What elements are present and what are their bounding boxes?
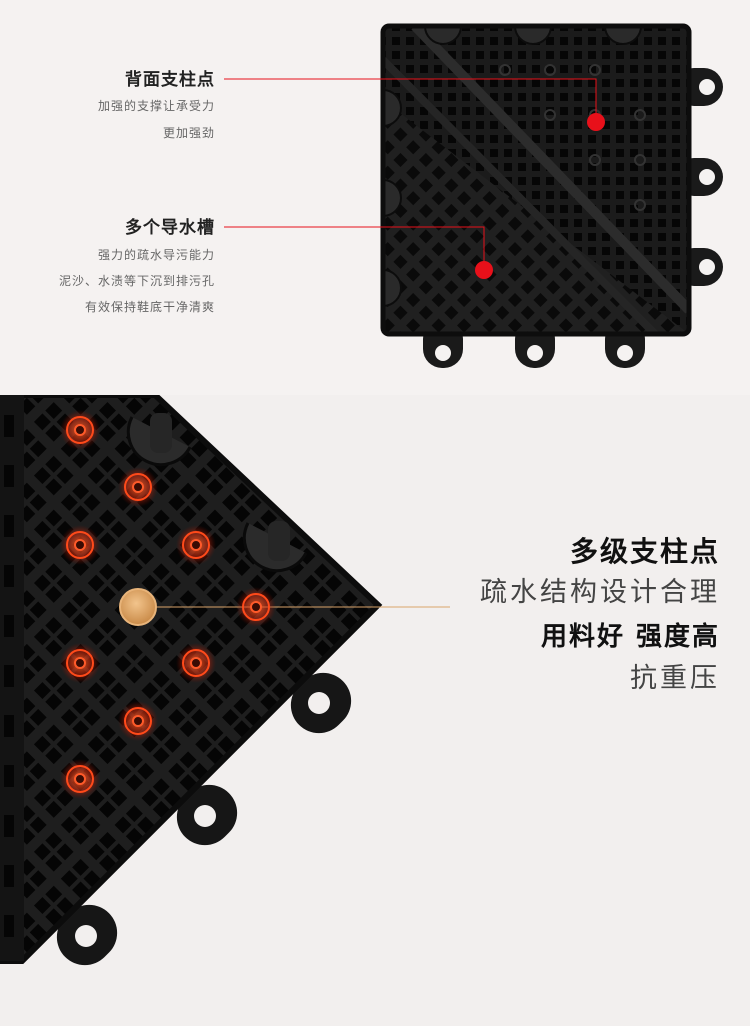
- feature1-title: 背面支柱点: [125, 70, 215, 90]
- tile-closeup-image: [0, 395, 450, 966]
- sub-drainage-structure: 疏水结构设计合理: [480, 577, 720, 608]
- tile-back-view-image: [380, 23, 723, 368]
- sub-pressure-resistant: 抗重压: [630, 663, 720, 694]
- support-points: [60, 410, 276, 799]
- leader-lines: [224, 78, 597, 270]
- heading-quality-strength: 用料好 强度高: [540, 622, 720, 652]
- feature2-line3: 有效保持鞋底干净清爽: [84, 300, 215, 314]
- feature2-line2: 泥沙、水渍等下沉到排污孔: [58, 274, 215, 288]
- feature2-line1: 强力的疏水导污能力: [97, 248, 215, 262]
- heading-multi-level-support: 多级支柱点: [569, 535, 720, 568]
- feature2-title: 多个导水槽: [125, 218, 215, 238]
- feature1-line1: 加强的支撑让承受力: [97, 99, 215, 113]
- feature1-line2: 更加强劲: [162, 126, 215, 140]
- highlighted-support-point: [119, 588, 157, 626]
